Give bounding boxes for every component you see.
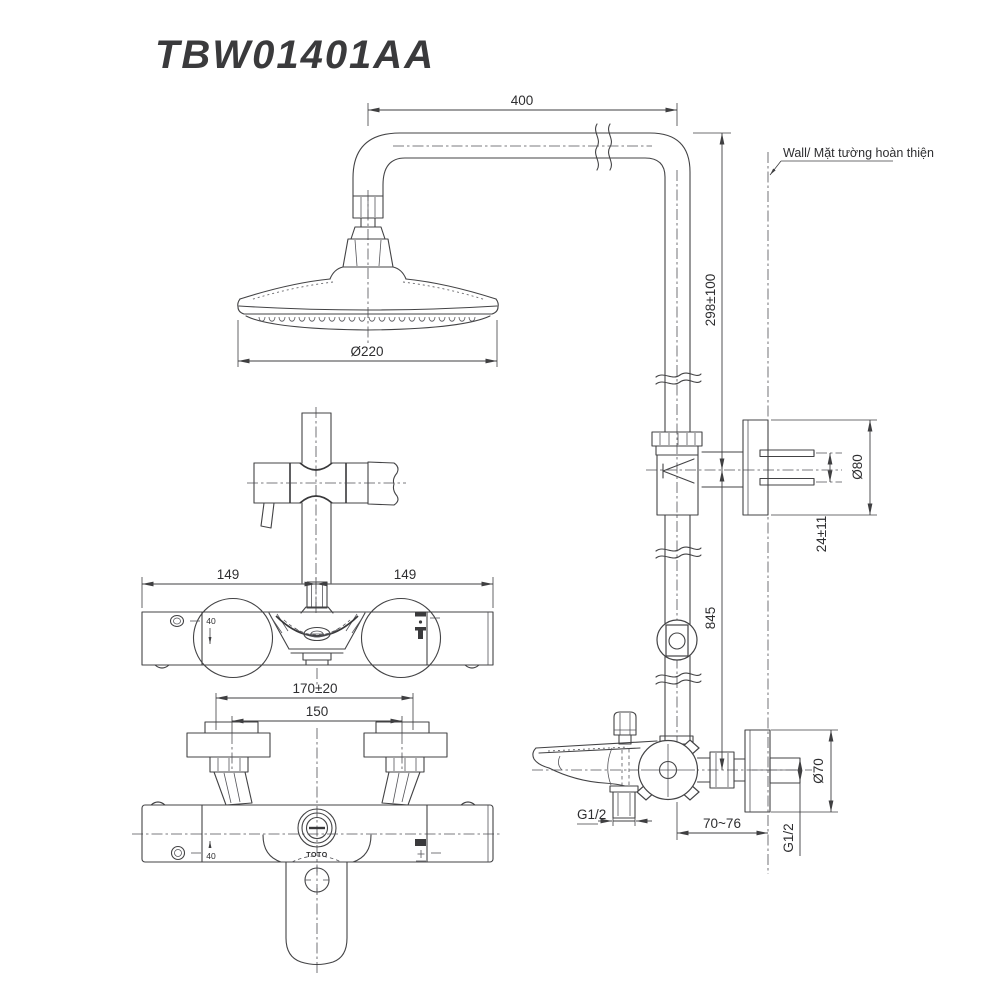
- handshower-cradle: [367, 461, 399, 506]
- dim-head-diameter: Ø220: [350, 344, 383, 359]
- dim-inlet-distance: 150: [306, 704, 329, 719]
- wall-shelf-bracket: [742, 419, 769, 516]
- dim-valve-to-wall: 70~76: [703, 816, 741, 831]
- dim-arm-length: 400: [511, 93, 534, 108]
- dim-outlet-thread: G1/2: [577, 807, 606, 822]
- page-title: TBW01401AA: [155, 33, 435, 77]
- inlet-flange: [186, 732, 271, 758]
- riser-and-wall-shelf: [646, 170, 842, 744]
- temp-mark: 40: [206, 851, 216, 861]
- shower-arm-and-head: [237, 123, 691, 433]
- nozzle-row: [258, 316, 476, 322]
- wall-label: Wall/ Mặt tường hoàn thiện: [783, 146, 934, 160]
- valve-body-front: [141, 804, 494, 863]
- inlet-flange: [363, 732, 448, 758]
- flow-knob: [360, 597, 442, 679]
- dim-inlet-range: 170±20: [293, 681, 338, 696]
- brand-logo: TOTO: [306, 852, 328, 859]
- temp-mark: 40: [206, 616, 216, 626]
- escutcheon-flange: [744, 729, 771, 813]
- wall-socket: [769, 757, 801, 784]
- dim-body-left: 149: [217, 567, 240, 582]
- diverter-knob: [613, 711, 637, 736]
- dim-shelf-diameter: Ø80: [850, 454, 865, 480]
- spout-front: [285, 861, 348, 966]
- dim-inlet-thread: G1/2: [781, 823, 796, 852]
- wall-reference: Wall/ Mặt tường hoàn thiện: [767, 146, 934, 874]
- dimensions: 400 Ø220 298±100 845 Ø80 24±11 149 149 1…: [141, 93, 877, 856]
- handshower-outlet: [612, 791, 636, 819]
- valve-top-view: 40: [141, 581, 494, 679]
- valve-side-view: [532, 711, 812, 819]
- valve-front-view: TOTO 40: [132, 668, 502, 976]
- dim-shelf-to-valve: 845: [703, 607, 718, 630]
- dim-escutcheon-diameter: Ø70: [811, 758, 826, 784]
- dim-arm-to-shelf: 298±100: [703, 274, 718, 326]
- holder-lever: [260, 502, 275, 529]
- temperature-knob: [192, 597, 274, 679]
- pipe-break: [595, 123, 599, 171]
- dim-screw-depth: 24±11: [814, 516, 829, 552]
- bath-spout: [535, 740, 658, 749]
- dim-body-right: 149: [394, 567, 417, 582]
